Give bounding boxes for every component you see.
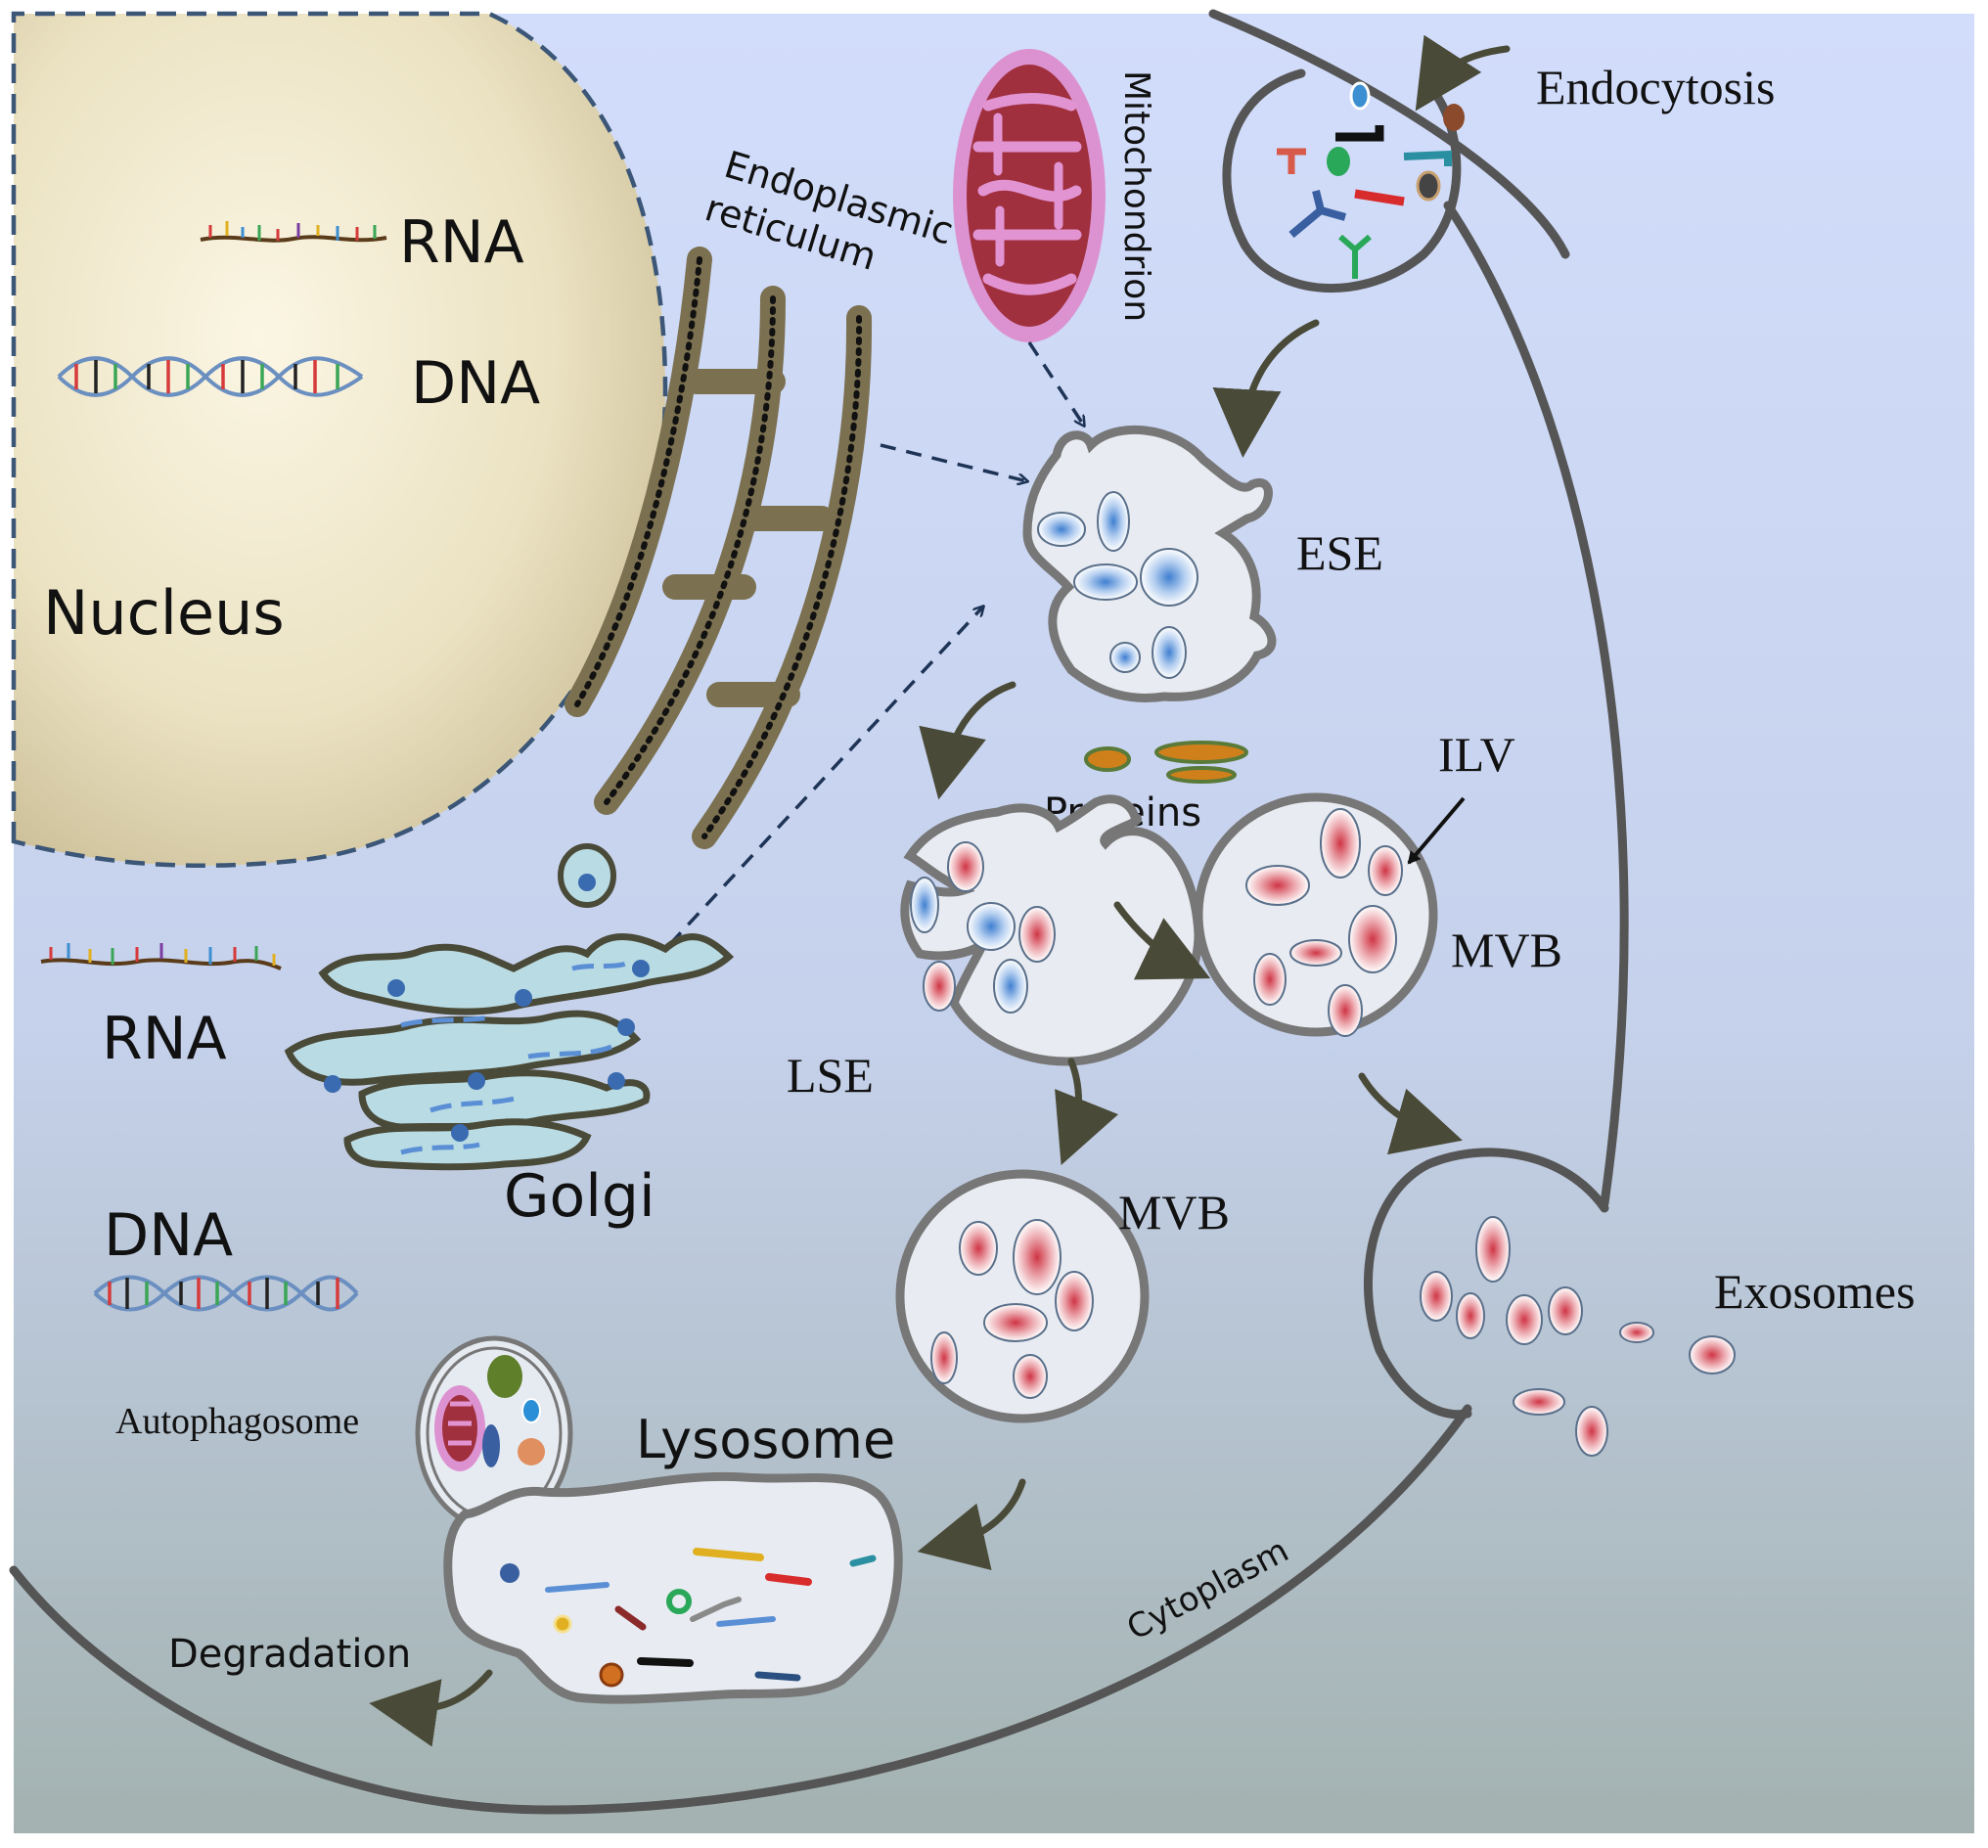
arrow-mvb-to-exosomes	[1358, 1072, 1463, 1155]
arrow-mito-to-ese	[1027, 341, 1084, 426]
mitochondrion: Mitochondrion	[953, 49, 1156, 342]
lysosome: Lysosome	[443, 1409, 903, 1704]
dna-label-nucleus: DNA	[411, 349, 540, 418]
autophagosome: Autophagosome	[115, 1335, 573, 1531]
mvb-upper: ILV MVB	[1194, 727, 1562, 1037]
mvb-lower-label: MVB	[1118, 1185, 1230, 1240]
ese-label: ESE	[1296, 525, 1383, 580]
cell-membrane-lower	[9, 201, 1629, 1815]
dna-helix-nucleus: DNA	[57, 349, 540, 418]
arrow-golgi-to-ese	[668, 607, 983, 946]
late-sorting-endosome: LSE	[787, 794, 1203, 1103]
rna-strand-nucleus: RNA	[200, 208, 524, 277]
lysosome-label: Lysosome	[636, 1409, 895, 1470]
cell-membrane	[1208, 9, 1570, 259]
arrow-mvb-to-lysosome	[917, 1478, 1026, 1571]
golgi-label: Golgi	[504, 1162, 655, 1231]
early-sorting-endosome: ESE	[1022, 425, 1383, 702]
rna-label-cytoplasm: RNA	[102, 1005, 227, 1073]
mitochondrion-label: Mitochondrion	[1116, 70, 1156, 322]
dna-helix-cytoplasm: DNA	[93, 1201, 359, 1312]
endocytosis-label: Endocytosis	[1536, 60, 1775, 114]
degradation-label: Degradation	[168, 1632, 411, 1677]
arrow-to-degradation	[369, 1669, 493, 1747]
exosomes-label: Exosomes	[1714, 1264, 1916, 1319]
nucleus-label: Nucleus	[43, 577, 285, 649]
rna-label-nucleus: RNA	[399, 208, 524, 277]
arrow-ese-to-lse	[919, 681, 1017, 800]
golgi-apparatus: Golgi	[284, 843, 735, 1231]
ilv-label: ILV	[1438, 727, 1515, 782]
lse-label: LSE	[787, 1048, 874, 1103]
endocytosis-pocket: Endocytosis	[1222, 34, 1775, 293]
mvb-upper-label: MVB	[1451, 923, 1562, 977]
exosome-release: Exosomes	[1363, 1148, 1916, 1457]
arrow-endocytosis-to-ese	[1212, 319, 1320, 458]
arrow-lse-to-mvb	[1113, 901, 1211, 980]
mvb-lower: MVB	[895, 1169, 1230, 1423]
rna-strand-cytoplasm: RNA	[40, 943, 282, 1073]
degradation: Degradation	[168, 1632, 493, 1747]
arrow-lse-to-mvb-lower	[1055, 1058, 1119, 1166]
ilv-pointer	[1407, 796, 1466, 865]
autophagosome-label: Autophagosome	[115, 1401, 359, 1442]
dna-label-cytoplasm: DNA	[104, 1201, 233, 1270]
